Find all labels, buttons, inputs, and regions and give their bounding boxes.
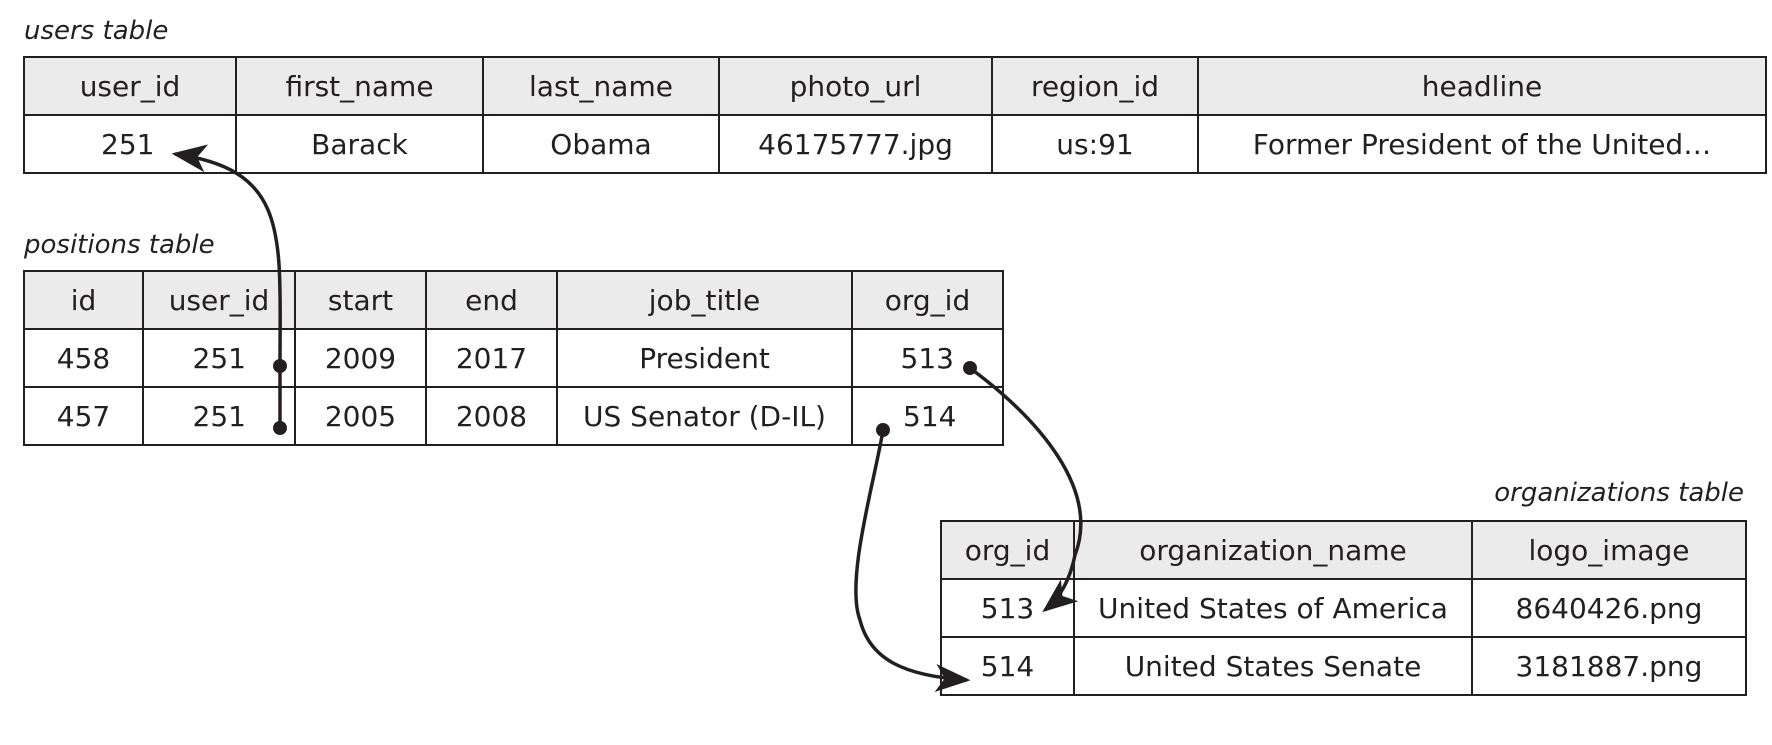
organizations-table-caption: organizations table: [1494, 478, 1744, 508]
users-header-row: user_id first_name last_name photo_url r…: [23, 56, 1767, 116]
positions-cell-user-id: 251: [142, 386, 296, 446]
organizations-header-row: org_id organization_name logo_image: [940, 520, 1747, 580]
positions-cell-id: 458: [23, 328, 144, 388]
positions-table: id user_id start end job_title org_id 45…: [23, 270, 1004, 446]
positions-col-user-id: user_id: [142, 270, 296, 330]
organizations-col-logo-image: logo_image: [1471, 520, 1747, 580]
positions-table-caption: positions table: [24, 230, 215, 260]
positions-cell-user-id: 251: [142, 328, 296, 388]
users-col-user-id: user_id: [23, 56, 237, 116]
users-cell-first-name: Barack: [235, 114, 484, 174]
positions-col-start: start: [294, 270, 427, 330]
users-table-caption: users table: [24, 16, 169, 46]
users-cell-region-id: us:91: [991, 114, 1199, 174]
users-col-headline: headline: [1197, 56, 1767, 116]
users-col-region-id: region_id: [991, 56, 1199, 116]
users-cell-last-name: Obama: [482, 114, 720, 174]
users-cell-photo-url: 46175777.jpg: [718, 114, 993, 174]
positions-col-id: id: [23, 270, 144, 330]
organizations-cell-logo-image: 8640426.png: [1471, 578, 1747, 638]
positions-cell-start: 2005: [294, 386, 427, 446]
users-cell-user-id: 251: [23, 114, 237, 174]
positions-cell-end: 2008: [425, 386, 558, 446]
table-row: 457 251 2005 2008 US Senator (D-IL) 514: [23, 386, 1004, 446]
positions-header-row: id user_id start end job_title org_id: [23, 270, 1004, 330]
table-row: 513 United States of America 8640426.png: [940, 578, 1747, 638]
positions-cell-end: 2017: [425, 328, 558, 388]
users-table: user_id first_name last_name photo_url r…: [23, 56, 1767, 174]
table-row: 514 United States Senate 3181887.png: [940, 636, 1747, 696]
positions-cell-start: 2009: [294, 328, 427, 388]
organizations-col-organization-name: organization_name: [1073, 520, 1473, 580]
users-cell-headline: Former President of the United…: [1197, 114, 1767, 174]
positions-cell-id: 457: [23, 386, 144, 446]
organizations-cell-logo-image: 3181887.png: [1471, 636, 1747, 696]
positions-cell-org-id: 514: [851, 386, 1004, 446]
organizations-cell-organization-name: United States Senate: [1073, 636, 1473, 696]
users-col-first-name: first_name: [235, 56, 484, 116]
organizations-table: org_id organization_name logo_image 513 …: [940, 520, 1747, 696]
table-row: 458 251 2009 2017 President 513: [23, 328, 1004, 388]
organizations-col-org-id: org_id: [940, 520, 1075, 580]
positions-col-job-title: job_title: [556, 270, 853, 330]
positions-col-end: end: [425, 270, 558, 330]
organizations-cell-org-id: 513: [940, 578, 1075, 638]
organizations-cell-organization-name: United States of America: [1073, 578, 1473, 638]
organizations-cell-org-id: 514: [940, 636, 1075, 696]
users-col-photo-url: photo_url: [718, 56, 993, 116]
positions-cell-job-title: US Senator (D-IL): [556, 386, 853, 446]
table-row: 251 Barack Obama 46175777.jpg us:91 Form…: [23, 114, 1767, 174]
positions-col-org-id: org_id: [851, 270, 1004, 330]
positions-cell-job-title: President: [556, 328, 853, 388]
positions-cell-org-id: 513: [851, 328, 1004, 388]
users-col-last-name: last_name: [482, 56, 720, 116]
